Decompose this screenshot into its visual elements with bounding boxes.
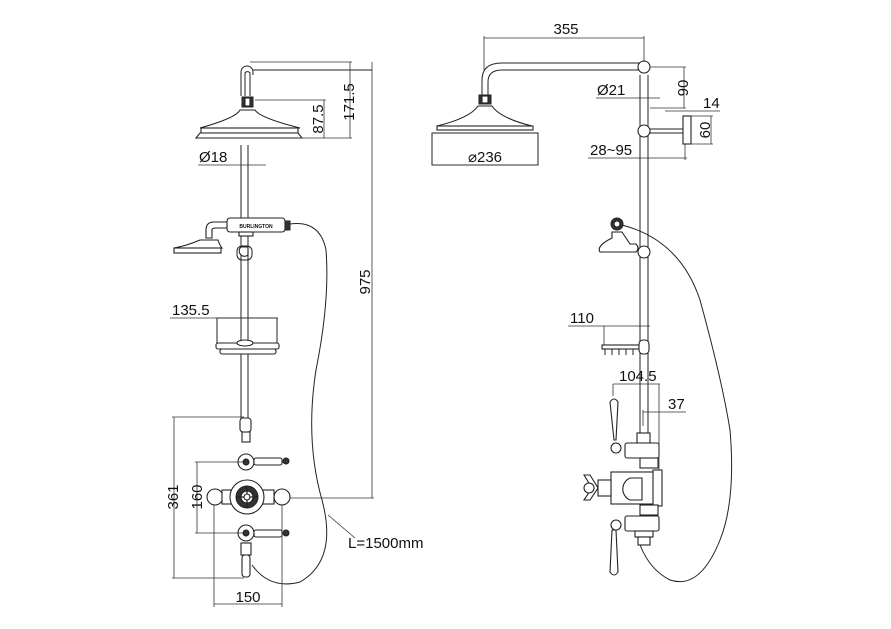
- hand-shower-front: BURLINGTON: [173, 217, 291, 261]
- dim-soap-dish-width: 135.5: [172, 302, 210, 319]
- dim-arm-drop: 90: [675, 80, 692, 97]
- dim-head-height-total: 171.5: [341, 83, 358, 121]
- shower-hose-side: [621, 224, 733, 582]
- shower-hose-front: [251, 223, 328, 585]
- dim-arm-projection: 355: [553, 21, 578, 38]
- hand-shower-side: [598, 217, 651, 259]
- upper-lever-handle: [253, 457, 283, 466]
- left-inlet: [206, 488, 224, 506]
- front-view: BURLINGTON: [165, 61, 423, 607]
- dim-soap-dish-depth: 110: [570, 310, 594, 327]
- handset-holder: [236, 245, 253, 261]
- lower-lever-side: [609, 529, 619, 576]
- dim-bracket-height: 60: [697, 122, 714, 139]
- upper-lever-side: [609, 398, 619, 441]
- shower-arm-side: [481, 62, 640, 95]
- side-view: 355 Ø21 90 14 60 28~95 ⌀236: [431, 21, 733, 582]
- dim-valve-projection: 104.5: [619, 368, 657, 385]
- dim-bracket-depth: 14: [703, 95, 720, 112]
- wall-plate: [682, 115, 692, 145]
- soap-dish-front: [215, 317, 280, 355]
- dim-valve-height-total: 361: [165, 484, 182, 509]
- dim-head-diameter: ⌀236: [468, 149, 502, 166]
- shower-head-front: [194, 109, 304, 139]
- dim-riser-diameter: Ø18: [199, 149, 227, 166]
- side-dimensions: 355 Ø21 90 14 60 28~95 ⌀236: [432, 21, 720, 470]
- valve-side: [582, 398, 663, 576]
- right-inlet: [273, 488, 291, 506]
- dim-head-height-lower: 87.5: [310, 104, 327, 133]
- front-dimensions: 171.5 87.5 975 Ø18 135.5 361 160: [165, 61, 423, 607]
- soap-dish-side: [601, 326, 650, 355]
- wall-bracket: [637, 115, 692, 145]
- brand-label: BURLINGTON: [239, 224, 273, 230]
- valve-front: [206, 417, 291, 578]
- hose-length-label: L=1500mm: [348, 535, 423, 552]
- dim-arm-pipe-diameter: Ø21: [597, 82, 625, 99]
- dim-valve-width: 150: [235, 589, 260, 606]
- arm-joint: [637, 60, 651, 74]
- shower-arm-front: [240, 65, 372, 96]
- dim-bracket-projection: 28~95: [590, 142, 632, 159]
- dim-riser-height: 975: [357, 269, 374, 294]
- dim-valve-outlet-spacing: 160: [189, 484, 206, 509]
- dim-riser-offset: 37: [668, 396, 685, 413]
- lower-lever-handle: [253, 529, 283, 538]
